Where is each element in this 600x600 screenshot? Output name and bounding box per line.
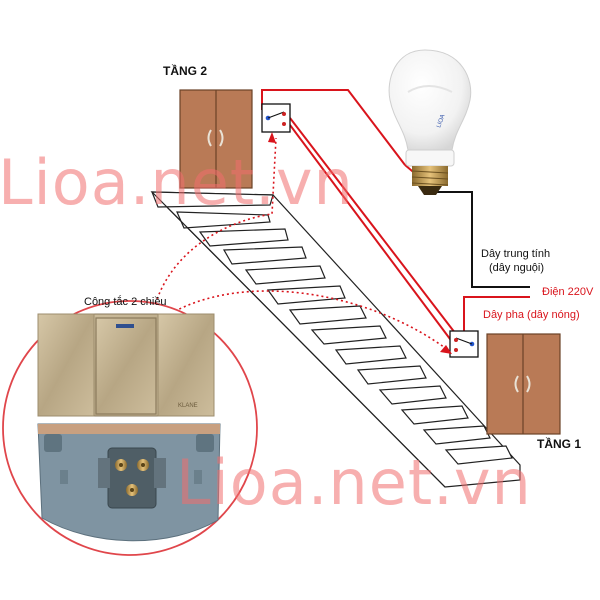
door-floor-2 — [179, 89, 253, 189]
arrow-right-icon — [440, 345, 452, 354]
bulb-icon: LIOA — [388, 49, 472, 195]
dotted-connectors — [149, 137, 449, 351]
phase-label: Dây pha (dây nóng) — [483, 309, 580, 321]
svg-text:LIOA: LIOA — [436, 114, 446, 129]
switch-back — [37, 423, 221, 542]
wires — [261, 89, 530, 348]
door-handle-icon — [207, 129, 212, 147]
arrow-up-icon — [268, 132, 276, 143]
switch-front: KLANE — [37, 313, 215, 417]
neutral-label-1: Dây trung tính — [481, 248, 551, 260]
switch-box-floor-1 — [449, 330, 479, 358]
switch-box-floor-2 — [261, 103, 291, 133]
floor-2-label: TẦNG 2 — [163, 64, 208, 78]
staircase — [150, 191, 521, 488]
switch-title: Công tắc 2 chiều — [84, 296, 167, 308]
watermark-top: Lioa.net.vn — [0, 146, 354, 219]
svg-text:KLANE: KLANE — [178, 403, 198, 409]
power-label: Điện 220V — [542, 286, 594, 298]
floor-1-label: TẦNG 1 — [537, 437, 582, 451]
neutral-label-2: (dây nguội) — [489, 262, 545, 274]
door-floor-1 — [486, 333, 561, 435]
watermark-bottom: Lioa.net.vn — [176, 446, 532, 519]
